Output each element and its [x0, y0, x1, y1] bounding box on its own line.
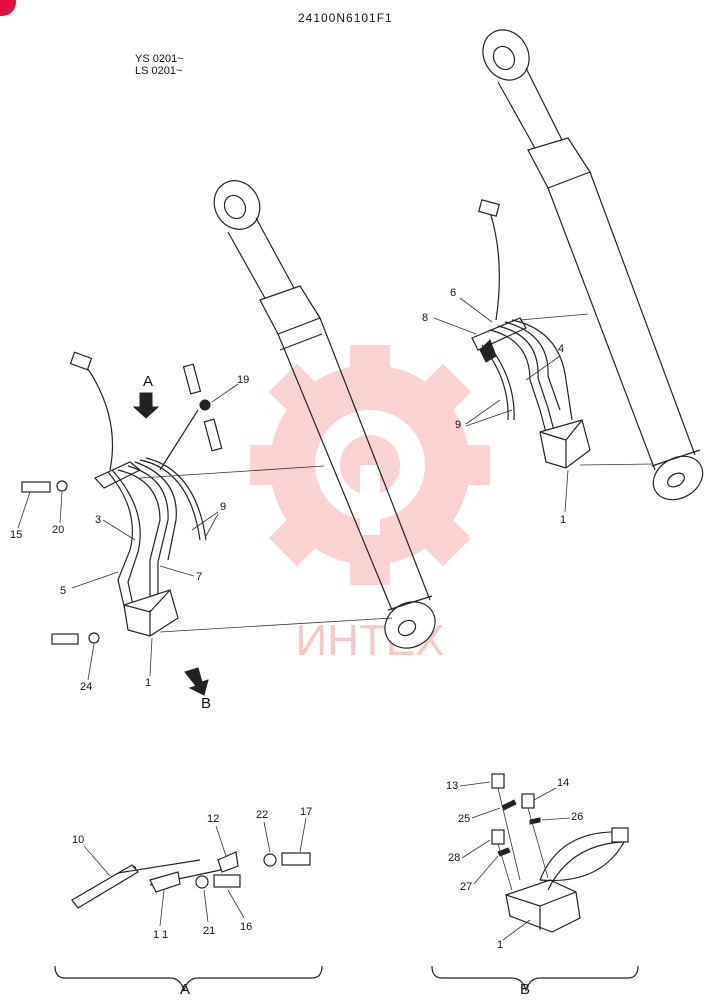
- serial-line-1: YS 0201~: [135, 53, 184, 65]
- callout-9-right: 9: [455, 419, 461, 431]
- watermark-gear-icon: [250, 345, 490, 585]
- serial-line-2: LS 0201~: [135, 65, 182, 77]
- callout-8: 8: [422, 312, 428, 324]
- right-valve-assembly: [471, 199, 653, 469]
- detail-a-bracket: [71, 851, 311, 909]
- callout-24: 24: [80, 681, 92, 693]
- callout-4: 4: [558, 343, 564, 355]
- detail-a-label: A: [180, 981, 190, 998]
- callout-7: 7: [196, 571, 202, 583]
- callout-1-detail-b: 1: [497, 939, 503, 951]
- callout-3: 3: [95, 514, 101, 526]
- view-b-arrow-label: B: [201, 695, 211, 712]
- callout-1-right: 1: [560, 514, 566, 526]
- callout-5: 5: [60, 585, 66, 597]
- callout-9-left: 9: [220, 501, 226, 513]
- right-hydraulic-cylinder: [482, 29, 704, 501]
- view-a-arrow-icon: [132, 392, 160, 419]
- callout-22: 22: [256, 809, 268, 821]
- callout-1-left: 1: [145, 677, 151, 689]
- callout-20: 20: [52, 524, 64, 536]
- callout-25: 25: [458, 813, 470, 825]
- part-code: 24100N6101F1: [298, 11, 393, 25]
- callout-26: 26: [571, 811, 583, 823]
- callout-10: 10: [72, 834, 84, 846]
- detail-b-bracket-brace: [431, 965, 639, 992]
- view-b-arrow-icon: [184, 667, 209, 696]
- corner-badge-icon: [0, 0, 16, 16]
- callout-19: 19: [237, 374, 249, 386]
- view-a-arrow-label: A: [143, 373, 153, 390]
- callout-27: 27: [460, 881, 472, 893]
- callout-13: 13: [446, 780, 458, 792]
- detail-a-bracket-brace: [54, 965, 323, 992]
- callout-14: 14: [557, 777, 569, 789]
- callout-6: 6: [450, 287, 456, 299]
- left-hydraulic-cylinder: [213, 180, 436, 649]
- detail-b-label: B: [520, 981, 530, 998]
- callout-28: 28: [448, 852, 460, 864]
- callout-21: 21: [203, 925, 215, 937]
- left-valve-assembly: [21, 351, 393, 645]
- detail-b-valve-clamp: [491, 773, 629, 933]
- callout-12: 12: [207, 813, 219, 825]
- callout-17: 17: [300, 806, 312, 818]
- callout-15: 15: [10, 529, 22, 541]
- callout-11: 1 1: [153, 929, 168, 941]
- callout-16: 16: [240, 921, 252, 933]
